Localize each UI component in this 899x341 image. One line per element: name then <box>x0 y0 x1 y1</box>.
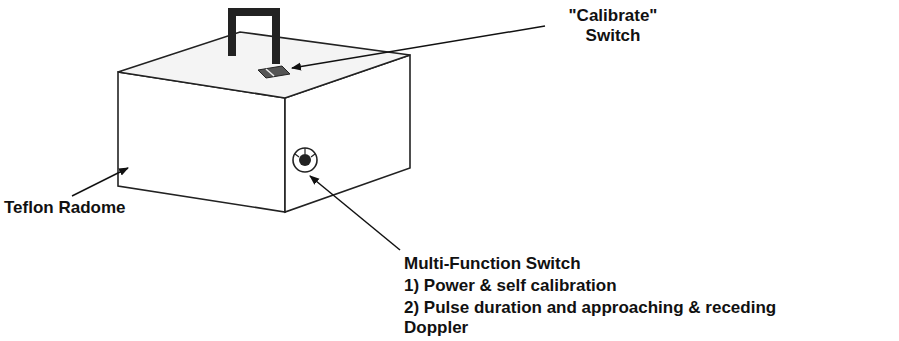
top-face <box>118 32 410 98</box>
callout-label: "Calibrate" Switch <box>548 6 678 46</box>
leader-line <box>72 168 128 196</box>
callout-note: 1) Power & self calibration <box>404 276 824 296</box>
knob-center <box>299 154 311 166</box>
callout-label: Multi-Function Switch <box>404 254 824 274</box>
carry-handle <box>232 12 276 64</box>
calibrate-switch <box>258 66 290 78</box>
callout-label: Teflon Radome <box>4 198 154 218</box>
callout-note: 2) Pulse duration and approaching & rece… <box>404 298 824 338</box>
leader-line <box>292 26 545 68</box>
multi-function-knob <box>293 148 317 172</box>
leader-line <box>310 176 400 250</box>
